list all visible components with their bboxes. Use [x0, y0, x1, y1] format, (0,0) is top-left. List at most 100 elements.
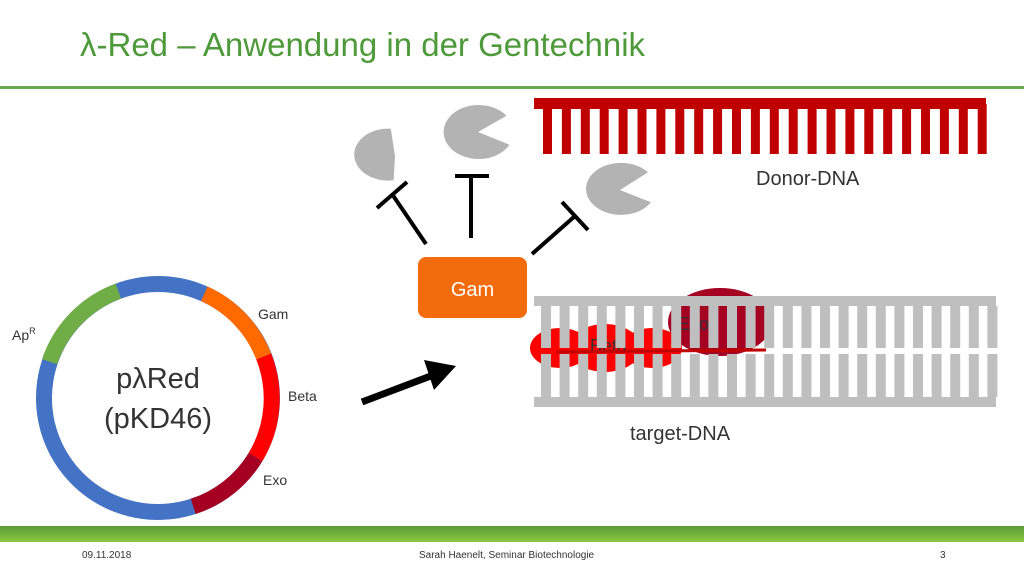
target-dna-rung	[578, 306, 589, 348]
label-exo: Exo	[263, 472, 287, 488]
target-dna-rung	[913, 306, 923, 348]
target-dna-rung	[987, 354, 998, 397]
donor-dna	[534, 98, 987, 154]
donor-dna-tooth	[977, 104, 987, 154]
target-dna-rung	[541, 354, 551, 397]
target-dna-rung	[615, 354, 626, 397]
donor-dna-tooth	[883, 104, 893, 154]
target-dna-bottom-strand	[534, 397, 996, 407]
target-dna	[534, 296, 998, 407]
target-dna-rung	[875, 354, 886, 397]
plasmid-ring	[36, 276, 280, 520]
pacman-protein-3	[586, 162, 651, 215]
target-dna-rung	[894, 306, 905, 348]
donor-dna-tooth	[807, 104, 817, 154]
inhibition-markers	[375, 174, 590, 256]
beta-strand	[555, 348, 767, 354]
label-apr: ApR	[12, 326, 36, 343]
target-dna-top-strand	[534, 296, 996, 306]
target-dna-rung	[671, 354, 682, 397]
plasmid-segment-exo	[190, 452, 263, 515]
footer-page-number: 3	[940, 550, 946, 561]
target-dna-rung	[727, 306, 737, 348]
donor-dna-backbone	[534, 98, 986, 109]
footer-bar	[0, 526, 1024, 542]
donor-dna-tooth	[561, 104, 571, 154]
target-dna-rung	[782, 306, 793, 348]
donor-dna-tooth	[902, 104, 912, 154]
footer-date: 09.11.2018	[82, 550, 132, 561]
donor-dna-tooth	[599, 104, 609, 154]
target-dna-rung	[801, 306, 812, 348]
target-dna-rung	[727, 354, 737, 397]
target-dna-rung	[745, 306, 756, 348]
donor-dna-tooth	[769, 104, 779, 154]
target-dna-rung	[857, 354, 868, 397]
target-dna-rung	[596, 354, 607, 397]
donor-dna-tooth	[921, 104, 930, 154]
target-dna-rung	[578, 354, 589, 397]
target-dna-rung	[652, 306, 663, 348]
donor-dna-tooth	[958, 104, 968, 154]
target-dna-rung	[838, 306, 849, 348]
target-dna-label: target-DNA	[630, 423, 731, 445]
target-dna-rung	[968, 306, 979, 348]
label-gam: Gam	[258, 306, 288, 322]
donor-dna-tooth	[580, 104, 590, 154]
donor-dna-tooth	[732, 104, 741, 154]
target-dna-rung	[708, 306, 719, 348]
gam-box-label: Gam	[451, 279, 494, 301]
plasmid-segment-gam	[200, 286, 272, 360]
target-dna-rung	[857, 306, 868, 348]
donor-dna-tooth	[713, 104, 723, 154]
target-dna-rung	[950, 306, 961, 348]
target-dna-rung	[931, 306, 942, 348]
target-dna-rung	[987, 306, 998, 348]
plasmid-name: pλRed	[116, 363, 200, 395]
target-dna-rung	[820, 306, 830, 348]
target-dna-rung	[782, 354, 793, 397]
donor-dna-tooth	[788, 104, 798, 154]
donor-dna-tooth	[637, 104, 647, 154]
donor-dna-tooth	[675, 104, 685, 154]
plasmid-segment-apr	[42, 283, 122, 365]
target-dna-rung	[894, 354, 905, 397]
donor-dna-tooth	[618, 104, 628, 154]
donor-dna-tooth	[694, 104, 704, 154]
target-dna-rung	[950, 354, 961, 397]
slide-title: λ-Red – Anwendung in der Gentechnik	[80, 26, 646, 63]
donor-dna-tooth	[939, 104, 949, 154]
target-dna-rung	[689, 306, 700, 348]
footer-author: Sarah Haenelt, Seminar Biotechnologie	[419, 550, 595, 561]
plasmid-segment-beta	[248, 353, 280, 462]
donor-dna-label: Donor-DNA	[756, 168, 860, 190]
target-dna-rung	[764, 354, 775, 397]
target-dna-rung	[671, 306, 682, 348]
title-divider	[0, 86, 1024, 89]
target-dna-rung	[634, 354, 644, 397]
pacman-protein-2	[443, 105, 510, 160]
target-dna-rung	[559, 354, 570, 397]
label-beta: Beta	[288, 388, 317, 404]
donor-dna-tooth	[543, 104, 552, 154]
target-dna-rung	[968, 354, 979, 397]
target-dna-rung	[708, 354, 719, 397]
target-dna-rung	[801, 354, 812, 397]
target-dna-rung	[559, 306, 570, 348]
donor-dna-tooth	[750, 104, 760, 154]
target-dna-rung	[652, 354, 663, 397]
target-dna-rung	[875, 306, 886, 348]
target-dna-rung	[615, 306, 626, 348]
target-dna-rung	[913, 354, 923, 397]
donor-dna-tooth	[845, 104, 855, 154]
donor-dna-tooth	[656, 104, 666, 154]
target-dna-rung	[689, 354, 700, 397]
target-dna-rung	[596, 306, 607, 348]
expression-arrow	[360, 360, 456, 406]
target-dna-rung	[764, 306, 775, 348]
target-dna-rung	[745, 354, 756, 397]
target-dna-rung	[541, 306, 551, 348]
target-dna-rung	[634, 306, 644, 348]
donor-dna-tooth	[864, 104, 874, 154]
